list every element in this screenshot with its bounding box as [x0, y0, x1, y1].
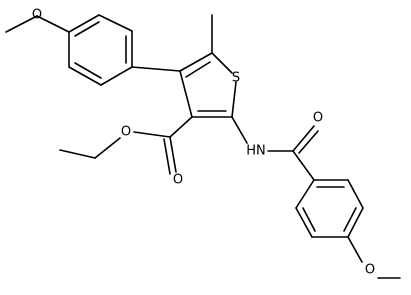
bond [185, 61, 211, 78]
bond [36, 15, 70, 33]
atom-o-methoxy-bottom: O [365, 263, 375, 278]
bond [302, 207, 316, 232]
atom-label: O [121, 125, 131, 140]
atom-label: O [173, 173, 183, 188]
atom-o-ester-carbonyl: O [173, 173, 183, 188]
atom-label: HN [246, 144, 266, 159]
atom-label: S [232, 71, 240, 86]
bond [295, 179, 315, 209]
atom-label: O [32, 8, 42, 23]
bond [74, 62, 102, 79]
bond [68, 66, 102, 86]
bond [231, 81, 237, 118]
atom-label: O [313, 111, 323, 126]
bond [347, 207, 364, 238]
bond [59, 149, 96, 159]
bond [94, 137, 121, 159]
atom-o-amide-carbonyl: O [313, 111, 323, 126]
bond [347, 236, 363, 263]
bond [68, 14, 100, 33]
atom-labels: O S O O O HN O [32, 8, 375, 278]
bond [163, 138, 171, 175]
bond [131, 66, 181, 72]
bond [169, 116, 193, 138]
atom-label: O [365, 263, 375, 278]
bond [179, 70, 193, 118]
bonds [5, 14, 401, 279]
bond [231, 116, 248, 144]
bond [211, 52, 233, 74]
atom-nh-amide: HN [246, 144, 266, 159]
bond [295, 207, 313, 238]
atom-o-ester-ether: O [121, 125, 131, 140]
atom-o-methoxy-top: O [32, 8, 42, 23]
bond [298, 130, 319, 154]
bond [98, 14, 133, 32]
bond [100, 66, 133, 86]
bond [179, 52, 213, 72]
bond [74, 21, 100, 37]
bond [292, 150, 315, 181]
bond [347, 179, 364, 209]
bond [292, 125, 315, 152]
bond [169, 136, 177, 173]
bond [133, 131, 171, 138]
atom-s-thiophene: S [232, 71, 240, 86]
bond [5, 15, 38, 33]
bond [343, 207, 357, 232]
